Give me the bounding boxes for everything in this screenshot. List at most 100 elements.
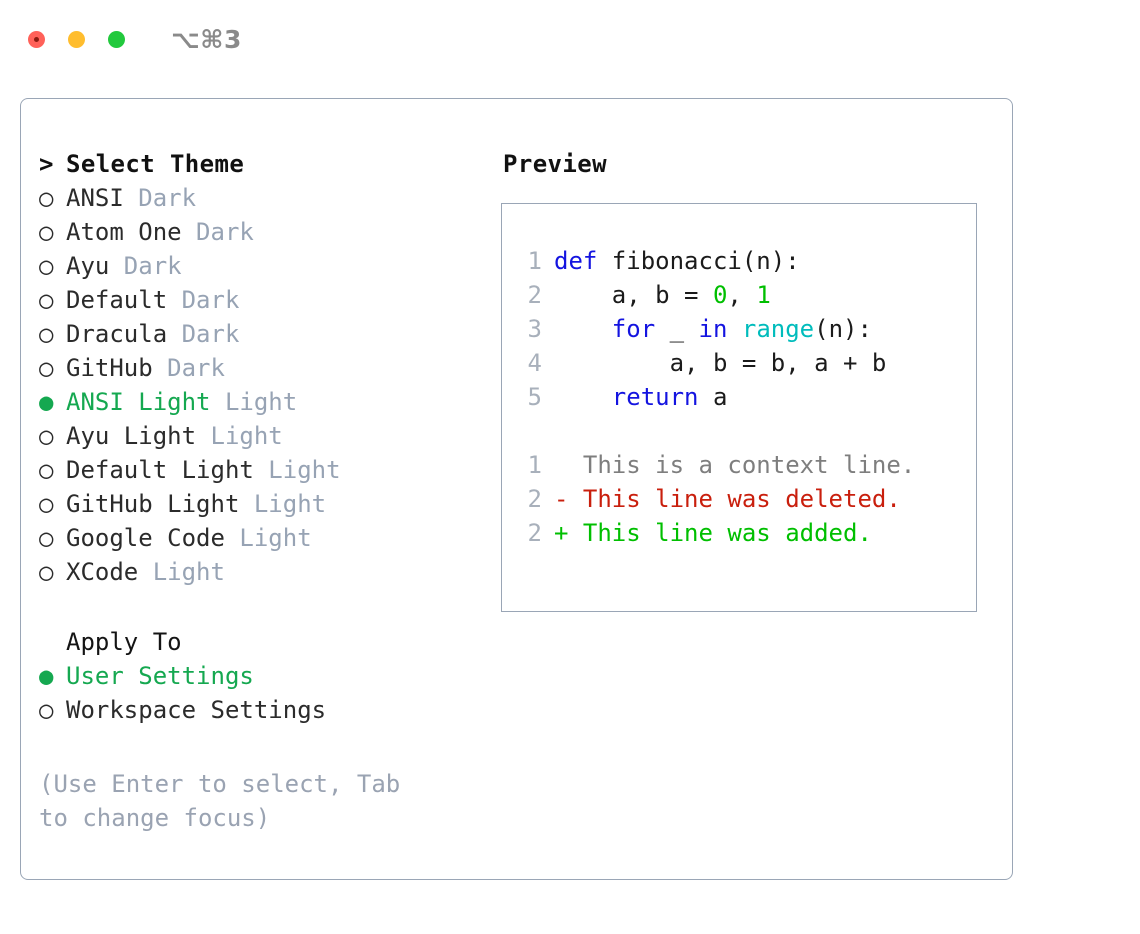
code-line: 5 return a bbox=[516, 380, 976, 414]
code-token-kw: def bbox=[554, 247, 612, 275]
theme-list-item[interactable]: ○Dracula Dark bbox=[39, 317, 501, 351]
theme-list-item[interactable]: ○ Ayu Light Light bbox=[39, 419, 501, 453]
theme-name: GitHub Light bbox=[66, 490, 240, 518]
theme-list-item[interactable]: ○ XCode Light bbox=[39, 555, 501, 589]
code-token-kw: for bbox=[611, 315, 656, 343]
theme-list-item[interactable]: ○Default Light Light bbox=[39, 453, 501, 487]
code-token-kw: return bbox=[611, 383, 699, 411]
theme-kind-badge: Dark bbox=[109, 252, 182, 280]
apply-to-option[interactable]: ○ Workspace Settings bbox=[39, 693, 501, 727]
code-line-number: 2 bbox=[527, 281, 542, 309]
radio-unselected-icon[interactable]: ○ bbox=[39, 524, 54, 552]
diff-text: This line was added. bbox=[582, 519, 872, 547]
radio-unselected-icon[interactable]: ○ bbox=[39, 490, 54, 518]
keyboard-hint-text: (Use Enter to select, Tab to change focu… bbox=[39, 770, 415, 832]
theme-kind-badge: Dark bbox=[152, 354, 225, 382]
code-token-num: 1 bbox=[756, 281, 771, 309]
radio-unselected-icon[interactable]: ○ bbox=[39, 558, 54, 586]
diff-text: This line was deleted. bbox=[582, 485, 901, 513]
code-token-builtin: range bbox=[741, 315, 815, 343]
theme-list-column: >Select Theme ○ ANSI Dark ○ Atom One Dark ○ A… bbox=[21, 99, 501, 879]
diff-marker: + bbox=[554, 519, 583, 547]
code-line-number: 3 bbox=[527, 315, 542, 343]
radio-unselected-icon[interactable]: ○ bbox=[39, 320, 54, 348]
code-token-plain: a bbox=[698, 383, 728, 411]
diff-marker bbox=[554, 451, 583, 479]
theme-name: Default bbox=[66, 286, 168, 314]
code-line: 2 a, b = 0, 1 bbox=[516, 278, 976, 312]
theme-list-item[interactable]: ○Google Code Light bbox=[39, 521, 501, 555]
theme-kind-badge: Light bbox=[253, 456, 341, 484]
theme-list-item[interactable]: ○ GitHub Dark bbox=[39, 351, 501, 385]
theme-name: Dracula bbox=[66, 320, 168, 348]
code-token-fn: fibonacci(n): bbox=[611, 247, 800, 275]
radio-unselected-icon[interactable]: ○ bbox=[39, 422, 54, 450]
code-line-number: 1 bbox=[527, 247, 542, 275]
theme-list-item[interactable]: ○ Atom One Dark bbox=[39, 215, 501, 249]
diff-marker: - bbox=[554, 485, 583, 513]
code-token-kw: in bbox=[698, 315, 728, 343]
theme-name: Ayu Light bbox=[66, 422, 197, 450]
keyboard-shortcut-label: ⌥⌘3 bbox=[171, 24, 242, 54]
radio-unselected-icon[interactable]: ○ bbox=[39, 184, 54, 212]
select-theme-heading: >Select Theme bbox=[39, 147, 501, 181]
code-token-plain: a, b = b, a + b bbox=[554, 349, 887, 377]
theme-list-item[interactable]: ○ ANSI Dark bbox=[39, 181, 501, 215]
radio-unselected-icon[interactable]: ○ bbox=[39, 456, 54, 484]
code-token-plain: _ bbox=[655, 315, 699, 343]
radio-unselected-icon[interactable]: ○ bbox=[39, 252, 54, 280]
diff-line-number: 1 bbox=[527, 451, 542, 479]
apply-to-option-label: Workspace Settings bbox=[66, 696, 327, 724]
theme-list[interactable]: ○ANSI Dark○Atom One Dark○Ayu Dark○Defaul… bbox=[39, 181, 501, 589]
radio-unselected-icon[interactable]: ○ bbox=[39, 354, 54, 382]
theme-list-item[interactable]: ○ Ayu Dark bbox=[39, 249, 501, 283]
theme-kind-badge: Dark bbox=[181, 218, 254, 246]
apply-to-options[interactable]: ●User Settings ○ Workspace Settings bbox=[39, 659, 501, 727]
theme-name: Ayu bbox=[66, 252, 110, 280]
apply-to-title: Apply To bbox=[66, 628, 182, 656]
theme-name: XCode bbox=[66, 558, 139, 586]
theme-list-item[interactable]: ○ Default Dark bbox=[39, 283, 501, 317]
theme-kind-badge: Light bbox=[210, 388, 298, 416]
code-token-plain: (n): bbox=[814, 315, 872, 343]
code-line: 3 for _ in range(n): bbox=[516, 312, 976, 346]
code-blank-line bbox=[516, 414, 976, 448]
code-token-plain: , bbox=[727, 281, 757, 309]
code-token-num: 0 bbox=[712, 281, 728, 309]
diff-line: 2- This line was deleted. bbox=[516, 482, 976, 516]
diff-line-number: 2 bbox=[527, 485, 542, 513]
radio-unselected-icon[interactable]: ○ bbox=[39, 286, 54, 314]
theme-kind-badge: Dark bbox=[167, 286, 240, 314]
theme-kind-badge: Dark bbox=[123, 184, 197, 212]
main-panel: >Select Theme ○ ANSI Dark ○ Atom One Dark ○ A… bbox=[20, 98, 1013, 880]
theme-kind-badge: Light bbox=[196, 422, 283, 450]
theme-kind-badge: Light bbox=[224, 524, 312, 552]
theme-kind-badge: Light bbox=[138, 558, 225, 586]
theme-name: Atom One bbox=[66, 218, 182, 246]
code-token-plain bbox=[727, 315, 741, 343]
theme-name: GitHub bbox=[66, 354, 153, 382]
apply-to-option[interactable]: ●User Settings bbox=[39, 659, 501, 693]
radio-unselected-icon[interactable]: ○ bbox=[39, 696, 54, 724]
theme-list-item[interactable]: ○ GitHub Light Light bbox=[39, 487, 501, 521]
cursor-icon: > bbox=[39, 150, 54, 178]
theme-name: ANSI bbox=[66, 184, 124, 212]
maximize-window-button[interactable] bbox=[108, 30, 125, 48]
code-line-number: 4 bbox=[527, 349, 542, 377]
code-token-plain bbox=[554, 383, 612, 411]
theme-kind-badge: Light bbox=[239, 490, 327, 518]
diff-line: 1 This is a context line. bbox=[516, 448, 976, 482]
theme-list-item[interactable]: ●ANSI Light Light bbox=[39, 385, 501, 419]
code-line: 4 a, b = b, a + b bbox=[516, 346, 976, 380]
diff-text: This is a context line. bbox=[582, 451, 916, 479]
close-window-button[interactable] bbox=[28, 30, 45, 48]
diff-line-number: 2 bbox=[527, 519, 542, 547]
radio-unselected-icon[interactable]: ○ bbox=[39, 218, 54, 246]
radio-selected-icon[interactable]: ● bbox=[39, 662, 54, 690]
code-token-plain bbox=[554, 315, 612, 343]
radio-selected-icon[interactable]: ● bbox=[39, 388, 54, 416]
minimize-window-button[interactable] bbox=[68, 30, 85, 48]
